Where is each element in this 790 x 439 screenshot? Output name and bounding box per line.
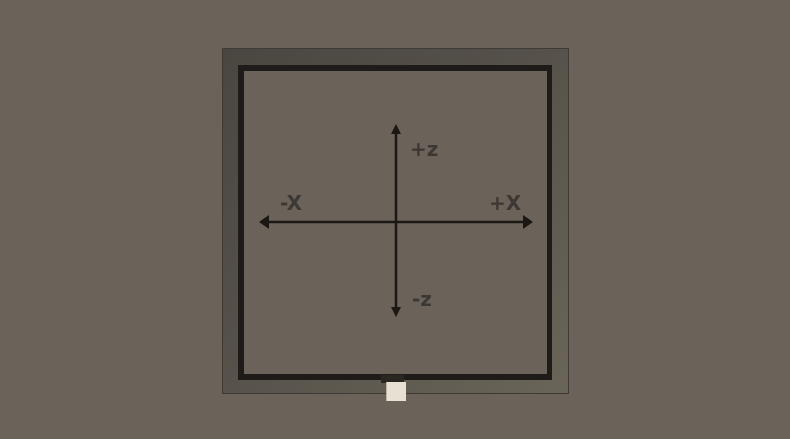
plus-x-label: +X xyxy=(489,191,522,215)
plus-z-arrowhead xyxy=(391,124,401,134)
plus-x-arrowhead xyxy=(523,215,533,229)
minus-z-label: -z xyxy=(412,287,432,311)
player-shadow xyxy=(381,375,404,383)
minus-z-arrowhead xyxy=(391,307,401,317)
minus-x-label: -X xyxy=(280,191,303,215)
minus-x-arrowhead xyxy=(259,215,269,229)
plus-z-label: +z xyxy=(410,137,438,161)
player-cube xyxy=(386,382,406,401)
